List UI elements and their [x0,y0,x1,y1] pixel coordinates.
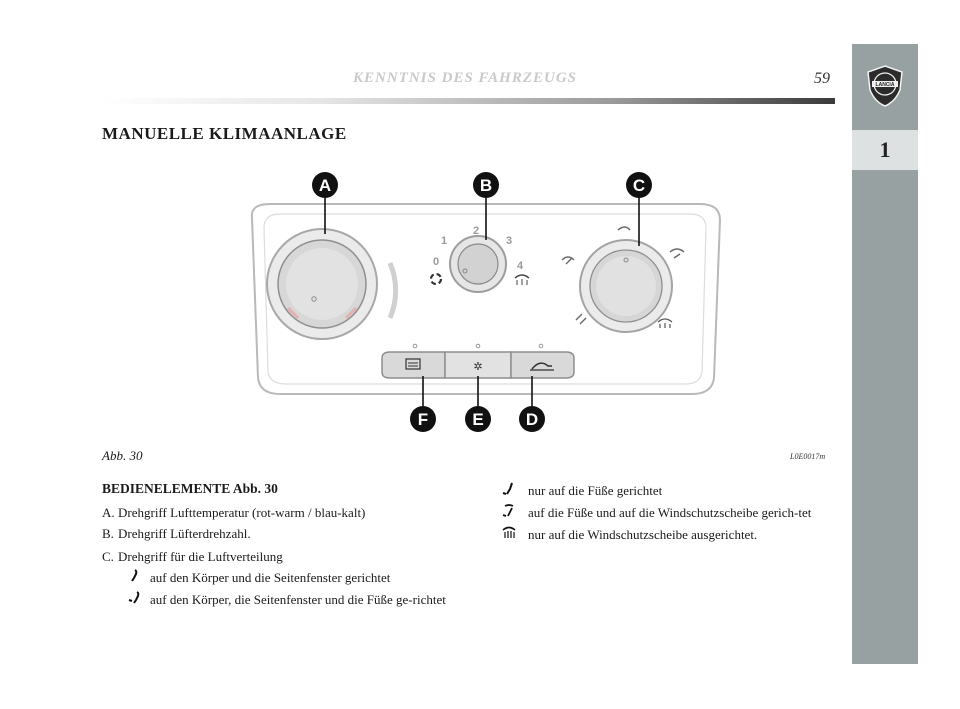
windscreen-icon [502,526,528,544]
defrost-small-icon [514,274,530,285]
list-item: B. Drehgriff Lüfterdrehzahl. [102,525,462,542]
callout-F: F [410,406,436,432]
svg-text:A: A [319,176,331,195]
feet-windscreen-icon-panel [669,248,685,259]
figure-code: L0E0017m [790,452,826,461]
lancia-logo-icon: LANCIA [867,65,903,107]
item-text: Drehgriff Lufttemperatur (rot-warm / bla… [118,505,366,520]
callout-A: A [312,172,338,198]
svg-text:E: E [472,410,483,429]
svg-text:B: B [480,176,492,195]
fan-speed-4: 4 [517,260,524,272]
body-feet-icon [128,591,150,609]
recirculation-button-D [510,351,575,379]
item-text: Drehgriff für die Luftverteilung [118,549,283,564]
svg-text:D: D [526,410,538,429]
fan-speed-1: 1 [441,235,447,247]
svg-text:C: C [633,176,645,195]
callout-C: C [626,172,652,198]
feet-icon [502,482,528,500]
callout-D: D [519,406,545,432]
list-item: nur auf die Füße gerichtet [502,482,842,500]
callout-E: E [465,406,491,432]
button-row: ✲ [381,343,575,379]
sub-item-text: auf den Körper und die Seitenfenster ger… [150,570,391,585]
fan-speed-0: 0 [433,256,439,268]
page-number: 59 [814,70,830,87]
item-text: Drehgriff Lüfterdrehzahl. [118,526,251,541]
fan-icon [429,272,443,286]
sub-list-item: auf den Körper und die Seitenfenster ger… [128,569,462,587]
body-vent-icon-panel [617,226,631,231]
item-key: B. [102,526,114,541]
rear-defrost-button-F [381,351,446,379]
list-item: A. Drehgriff Lufttemperatur (rot-warm / … [102,504,462,521]
header-rule [100,98,835,104]
logo-text: LANCIA [876,82,895,88]
running-title: KENNTNIS DES FAHRZEUGS [352,70,577,86]
svg-text:F: F [418,410,428,429]
body-vent-icon [128,569,150,587]
controls-heading: BEDIENELEMENTE Abb. 30 [102,481,278,496]
climate-panel-illustration: 0 1 2 3 4 [250,172,722,432]
chapter-number: 1 [852,130,918,170]
controls-left-column: BEDIENELEMENTE Abb. 30 A. Drehgriff Luft… [102,480,462,613]
sub-list-item: auf den Körper, die Seitenfenster und di… [128,591,462,609]
windscreen-icon-panel [657,318,673,328]
temperature-knob-A [266,228,399,340]
climate-control-figure: 0 1 2 3 4 [230,168,730,438]
body-feet-icon-panel [561,256,575,265]
feet-icon-panel [575,313,587,325]
running-header: KENNTNIS DES FAHRZEUGS 59 [100,70,830,92]
feet-windscreen-icon [502,504,528,522]
section-title: MANUELLE KLIMAANLAGE [102,124,347,143]
fan-speed-2: 2 [473,225,479,237]
list-item: auf die Füße und auf die Windschutzschei… [502,504,842,522]
figure-caption: Abb. 30 [102,448,143,463]
sub-item-text: auf den Körper, die Seitenfenster und di… [150,592,446,607]
item-key: A. [102,505,115,520]
fan-speed-3: 3 [506,235,512,247]
item-key: C. [102,549,114,564]
list-item: nur auf die Windschutzscheibe ausgericht… [502,526,842,544]
list-item: C. Drehgriff für die Luftverteilung [102,548,462,565]
controls-right-column: nur auf die Füße gerichtet auf die Füße … [502,482,842,548]
item-text: auf die Füße und auf die Windschutzschei… [528,505,812,520]
logo-box: LANCIA [852,44,918,128]
snowflake-icon: ✲ [473,360,482,373]
callout-B: B [473,172,499,198]
chapter-side-tab: LANCIA 1 [852,44,918,664]
air-distribution-knob-C [561,226,685,333]
fan-speed-knob-B: 0 1 2 3 4 [429,225,530,293]
item-text: nur auf die Windschutzscheibe ausgericht… [528,527,758,542]
item-text: nur auf die Füße gerichtet [528,483,663,498]
